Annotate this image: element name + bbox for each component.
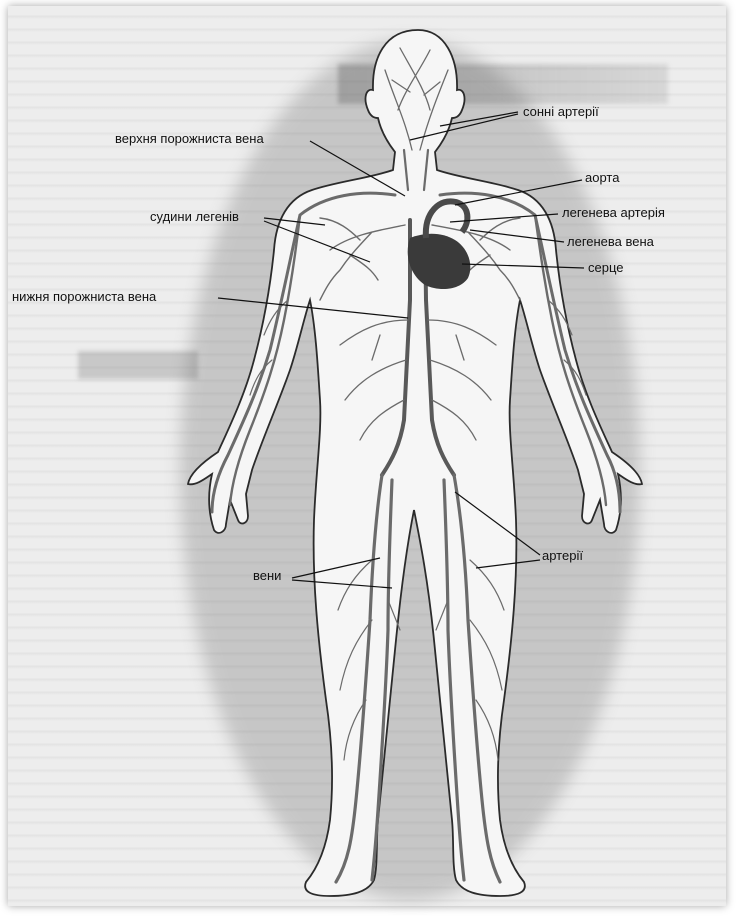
label-heart: серце (588, 260, 624, 275)
label-aorta: аорта (585, 170, 619, 185)
label-carotid-arteries: сонні артерії (523, 104, 599, 119)
label-pulmonary-vein: легенева вена (567, 234, 654, 249)
label-pulmonary-artery: легенева артерія (562, 205, 665, 220)
label-inferior-vena-cava: нижня порожниста вена (12, 289, 156, 304)
label-veins: вени (253, 568, 281, 583)
label-lung-vessels: судини легенів (150, 209, 239, 224)
label-superior-vena-cava: верхня порожниста вена (115, 131, 264, 146)
label-arteries: артерії (542, 548, 583, 563)
